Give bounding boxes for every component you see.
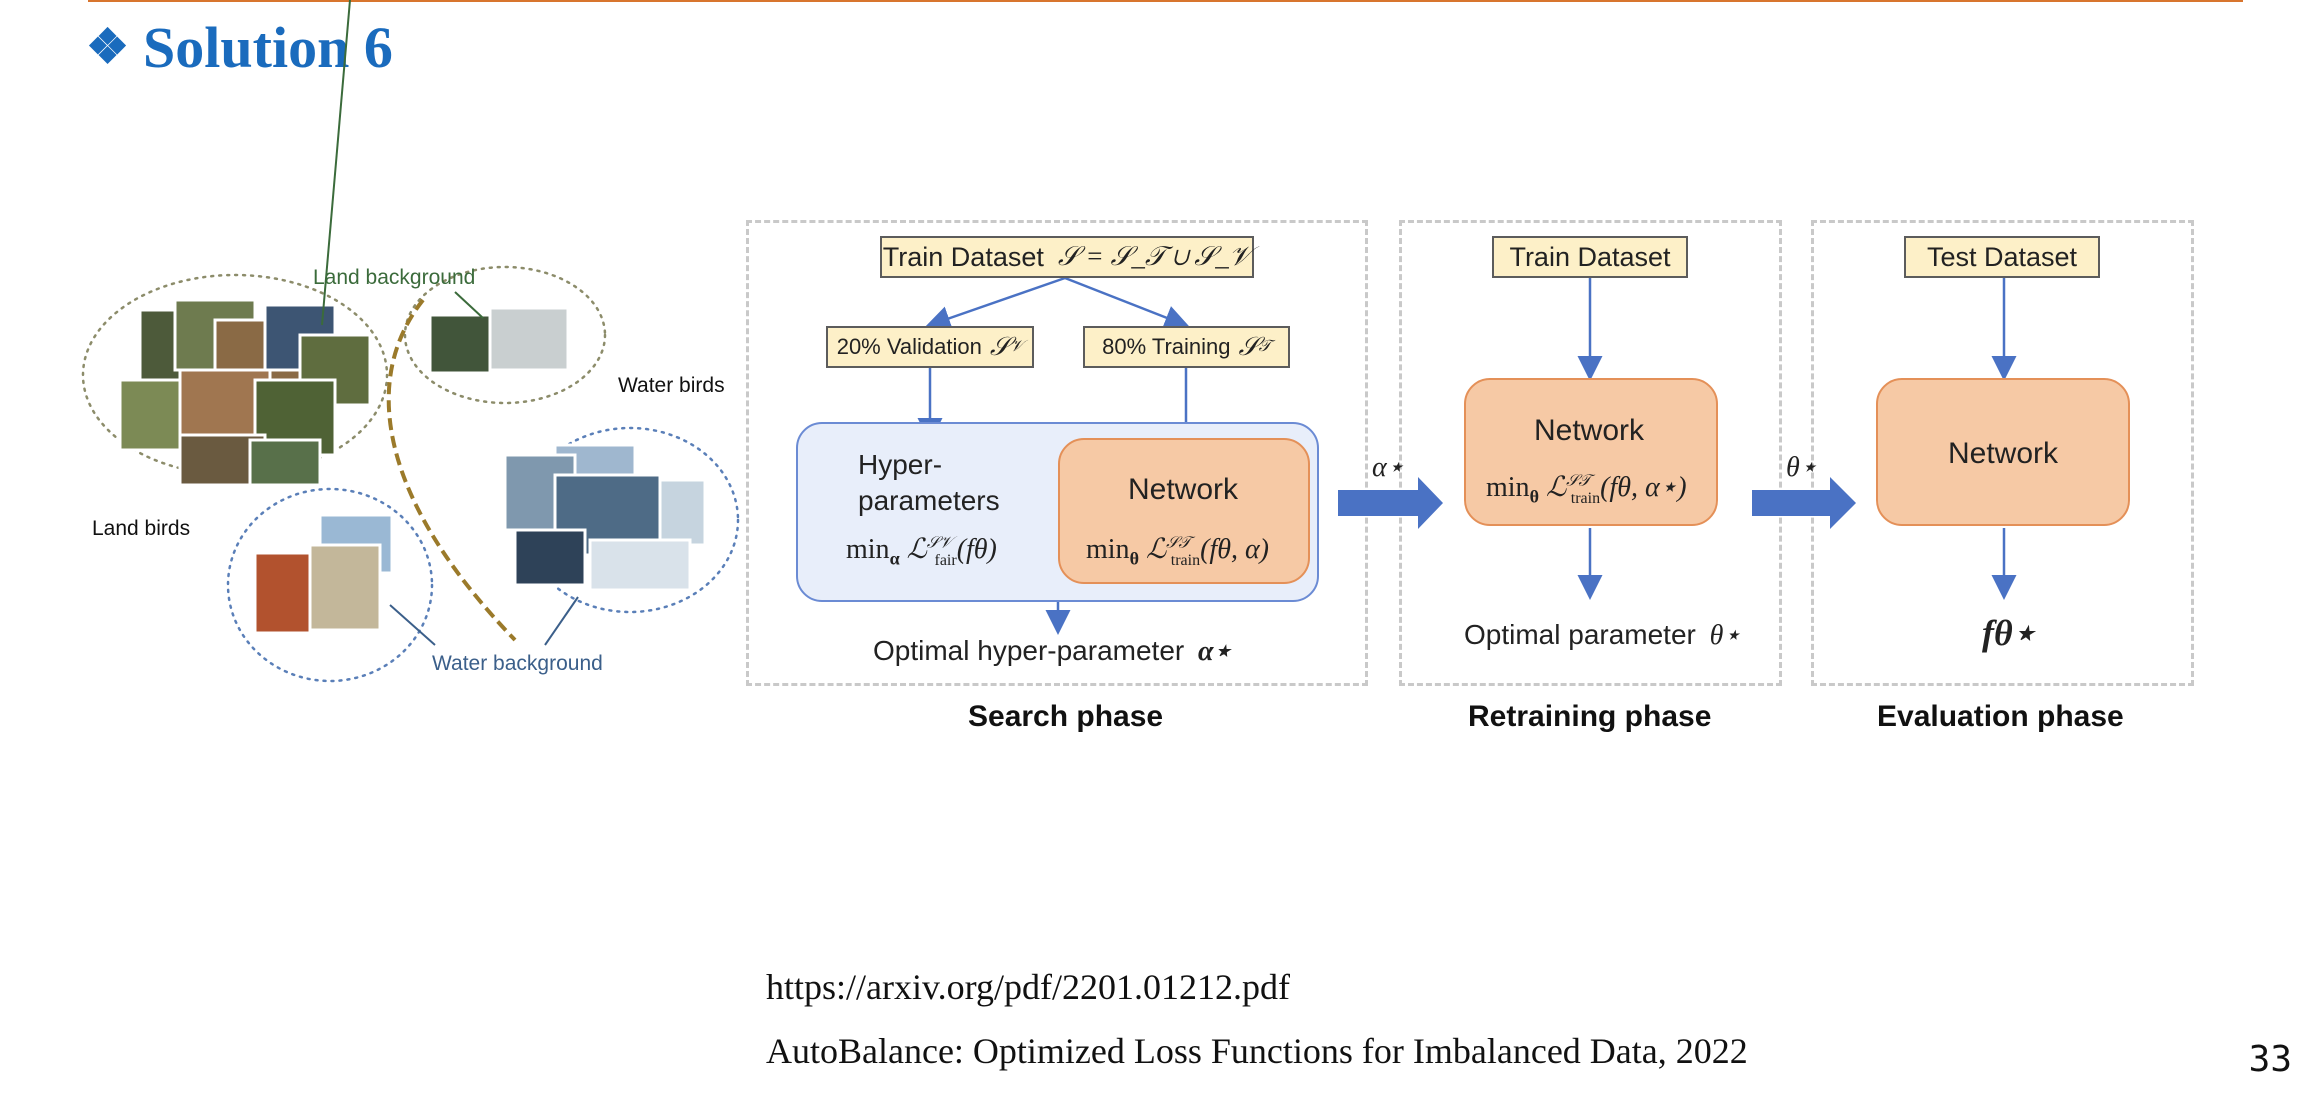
water-background-pointer-2 <box>544 596 579 646</box>
retrain-network-formula-arg: (fθ, α⋆) <box>1600 472 1687 503</box>
alpha-star-block-arrow <box>1338 477 1443 529</box>
land-background-pointer <box>321 0 351 326</box>
search-network-formula-loss-sub: train <box>1170 551 1201 569</box>
hyper-formula-loss-sub: fair <box>934 551 957 569</box>
reference-citation: AutoBalance: Optimized Loss Functions fo… <box>766 1031 1748 1071</box>
search-train-dataset-box: Train Dataset 𝒮 = 𝒮_𝒯 ∪ 𝒮_𝒱 <box>880 236 1254 278</box>
retrain-network-box <box>1464 378 1718 526</box>
train-to-training-arrow <box>1064 276 1190 330</box>
land-birds-photo-stack <box>118 298 372 487</box>
optimal-parameter-symbol: θ⋆ <box>1709 620 1741 651</box>
water-birds-label: Water birds <box>618 374 725 397</box>
training-subscript: 𝒯 <box>1258 338 1271 355</box>
validation-symbol: 𝒮 <box>989 331 1010 361</box>
search-network-formula-min: min <box>1086 534 1130 565</box>
search-network-formula-arg: (fθ, α) <box>1200 534 1269 565</box>
divider-curve <box>386 298 517 642</box>
training-symbol: 𝒮 <box>1238 331 1259 361</box>
train-to-validation-arrow <box>925 276 1066 331</box>
search-train-dataset-formula: 𝒮 = 𝒮_𝒯 ∪ 𝒮_𝒱 <box>1057 241 1252 271</box>
retrain-network-formula-min-sub: θ <box>1529 486 1539 507</box>
eval-network-label: Network <box>1948 437 2059 470</box>
land-birds-label: Land birds <box>92 517 191 540</box>
hyper-formula-arg: (fθ) <box>956 534 997 565</box>
optimal-hyperparameter-symbol: α⋆ <box>1198 636 1232 667</box>
evaluation-phase-label: Evaluation phase <box>1877 700 2124 733</box>
search-network-box <box>1058 438 1310 584</box>
search-network-formula: minθ ℒ𝒮𝒯train(fθ, α) <box>1086 532 1269 570</box>
retrain-train-dataset-box: Train Dataset <box>1492 236 1688 278</box>
retrain-network-formula: minθ ℒ𝒮𝒯train(fθ, α⋆) <box>1486 470 1687 508</box>
test-dataset-box: Test Dataset <box>1904 236 2100 278</box>
retrain-network-formula-loss-sup: 𝒮𝒯 <box>1566 472 1591 490</box>
hyperparameters-label: Hyper- parameters <box>858 449 1000 516</box>
water-background-label: Water background <box>432 652 603 675</box>
search-train-dataset-label: Train Dataset <box>882 241 1044 272</box>
water-background-land-birds-photo-stack <box>253 513 394 635</box>
validation-label: 20% Validation <box>836 334 982 359</box>
retrain-network-formula-loss: ℒ <box>1545 472 1567 503</box>
optimal-parameter-label: Optimal parameter <box>1464 619 1696 650</box>
water-background-land-cluster-outline <box>226 487 434 683</box>
hyper-formula: minα ℒ𝒮𝒱fair(fθ) <box>846 532 997 570</box>
water-background-pointer <box>389 604 436 646</box>
validation-subscript: 𝒱 <box>1009 338 1024 355</box>
land-background-water-birds-photo-stack <box>428 306 570 375</box>
retrain-train-dataset-label: Train Dataset <box>1509 241 1671 272</box>
page-number: 33 <box>2248 1039 2292 1080</box>
search-phase-label: Search phase <box>968 700 1164 733</box>
reference-url[interactable]: https://arxiv.org/pdf/2201.01212.pdf <box>766 967 1290 1007</box>
retraining-phase-panel <box>1399 220 1782 686</box>
optimal-parameter: Optimal parameter θ⋆ <box>1464 618 1741 652</box>
land-background-label: Land background <box>313 266 476 289</box>
top-accent-rule <box>88 0 2243 2</box>
hyper-formula-loss: ℒ <box>906 534 927 565</box>
search-network-formula-loss-sup: 𝒮𝒯 <box>1166 534 1191 552</box>
search-network-formula-min-sub: θ <box>1129 548 1139 569</box>
retrain-network-formula-min: min <box>1486 472 1530 503</box>
training-label: 80% Training <box>1102 334 1231 359</box>
search-network-formula-loss: ℒ <box>1145 534 1167 565</box>
slide-title: ❖Solution 6 <box>86 14 393 81</box>
theta-star-block-arrow <box>1752 477 1856 529</box>
retrain-network-formula-loss-sub: train <box>1570 489 1601 507</box>
retraining-phase-label: Retraining phase <box>1468 700 1712 733</box>
water-birds-photo-stack <box>503 443 707 592</box>
test-dataset-label: Test Dataset <box>1926 241 2078 272</box>
eval-network-box <box>1876 378 2130 526</box>
slide-title-text: Solution 6 <box>143 15 393 80</box>
hyper-formula-min: min <box>846 534 890 565</box>
land-background-water-cluster-outline <box>403 265 607 405</box>
land-background-pointer-2 <box>454 291 484 319</box>
search-network-label: Network <box>1128 473 1239 506</box>
retrain-network-label: Network <box>1534 414 1645 447</box>
eval-output: fθ⋆ <box>1982 613 2036 653</box>
search-phase-panel <box>746 220 1368 686</box>
alpha-star-label: α⋆ <box>1372 452 1405 483</box>
optimal-hyperparameter-label: Optimal hyper-parameter <box>873 635 1185 666</box>
evaluation-phase-panel <box>1811 220 2194 686</box>
theta-star-label: θ⋆ <box>1786 452 1818 483</box>
hyper-formula-min-sub: α <box>889 548 900 569</box>
diamond-bullet-icon: ❖ <box>86 21 130 74</box>
optimal-hyperparameter: Optimal hyper-parameter α⋆ <box>873 634 1231 668</box>
hyper-formula-loss-sup: 𝒮𝒱 <box>926 534 953 552</box>
